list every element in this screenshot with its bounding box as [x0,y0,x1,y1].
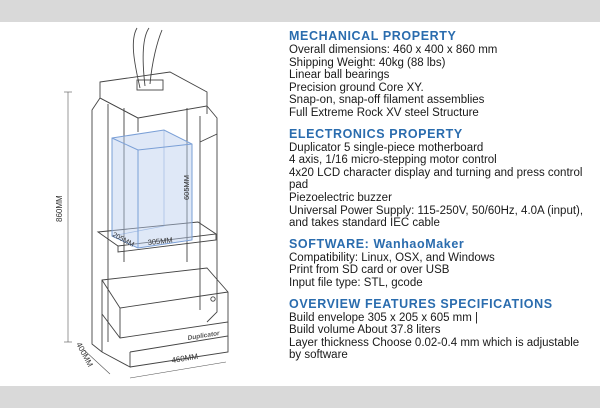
spec-line: Precision ground Core XY. [289,81,424,94]
heading-software: SOFTWARE: WanhaoMaker [289,236,465,251]
height-dimension-label: 860MM [55,195,64,222]
printer-illustration: 860MM 400MM 460MM 605MM 305MM 205MM Dupl… [55,27,229,379]
spec-line: Universal Power Supply: 115-250V, 50/60H… [289,204,584,230]
spec-line: Build envelope 305 x 205 x 605 mm | [289,311,479,324]
spec-line: Snap-on, snap-off filament assemblies [289,94,485,107]
spec-line: Layer thickness Choose 0.02-0.4 mm which… [289,336,580,362]
top-band [0,0,600,22]
section-overview: OVERVIEW FEATURES SPECIFICATIONS Build e… [289,297,594,362]
heading-electronics: ELECTRONICS PROPERTY [289,126,463,141]
section-electronics: ELECTRONICS PROPERTY Duplicator 5 single… [289,127,594,230]
build-volume-box [111,129,193,249]
specifications: MECHANICAL PROPERTY Overall dimensions: … [289,29,594,369]
dimension-lines [64,91,227,379]
spec-line: Overall dimensions: 460 x 400 x 860 mm [289,44,498,56]
section-software: SOFTWARE: WanhaoMaker Compatibility: Lin… [289,237,594,290]
printer-frame [91,27,229,368]
build-height-label: 605MM [182,175,191,200]
width-dimension-label: 460MM [171,352,199,365]
heading-mechanical: MECHANICAL PROPERTY [289,29,457,43]
spec-line: 4x20 LCD character display and turning a… [289,166,583,192]
spec-line: Compatibility: Linux, OSX, and Windows [289,251,495,264]
build-width-label: 305MM [147,235,173,247]
spec-line: Shipping Weight: 40kg (88 lbs) [289,56,446,69]
bottom-band [0,386,600,408]
spec-line: Print from SD card or over USB [289,264,450,277]
section-mechanical: MECHANICAL PROPERTY Overall dimensions: … [289,29,594,120]
spec-line: Piezoelectric buzzer [289,191,392,204]
heading-overview: OVERVIEW FEATURES SPECIFICATIONS [289,296,553,311]
content-panel: 860MM 400MM 460MM 605MM 305MM 205MM Dupl… [2,22,598,386]
spec-line: Build volume About 37.8 liters [289,324,441,337]
depth-dimension-label: 400MM [74,341,95,369]
spec-line: Duplicator 5 single-piece motherboard [289,141,484,154]
spec-line: Full Extreme Rock XV steel Structure [289,106,479,119]
spec-line: Input file type: STL, gcode [289,276,423,289]
spec-line: 4 axis, 1/16 micro-stepping motor contro… [289,154,497,167]
spec-line: Linear ball bearings [289,69,390,82]
